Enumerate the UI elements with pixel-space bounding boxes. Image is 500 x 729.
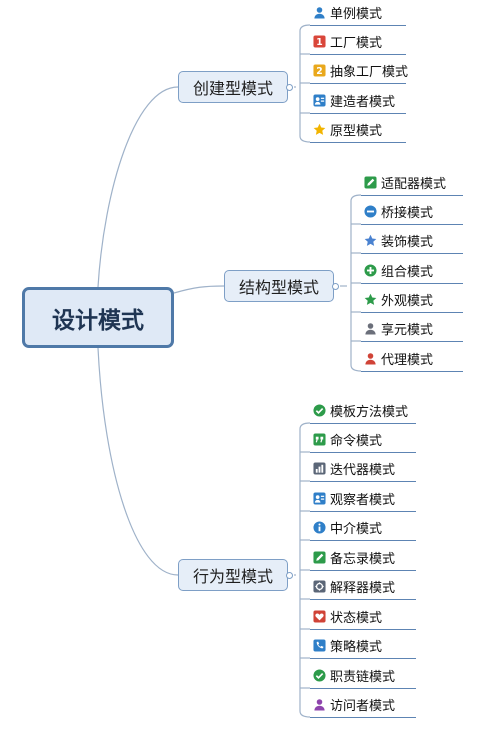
leaf-label: 装饰模式 <box>381 235 434 250</box>
leaf-label: 模板方法模式 <box>330 405 409 420</box>
connector-root-creational <box>97 86 179 288</box>
leaf-topic[interactable]: 职责链模式 <box>310 663 416 689</box>
bar-chart-icon <box>313 462 326 475</box>
person-icon <box>313 6 326 19</box>
category-label: 创建型模式 <box>192 79 273 98</box>
leaf-topic[interactable]: 命令模式 <box>310 427 416 453</box>
category-creational[interactable]: 创建型模式 <box>178 71 293 103</box>
leaf-label: 中介模式 <box>330 522 383 537</box>
leaf-label: 建造者模式 <box>330 95 396 110</box>
root-topic-label: 设计模式 <box>52 307 144 334</box>
leaf-topic[interactable]: 装饰模式 <box>361 228 463 254</box>
leaf-topic[interactable]: 状态模式 <box>310 604 416 630</box>
svg-text:1: 1 <box>316 37 322 48</box>
star-icon <box>364 234 377 247</box>
check-circle-icon <box>313 404 326 417</box>
leaf-label: 策略模式 <box>330 640 383 655</box>
plus-circle-icon <box>364 264 377 277</box>
leaf-topic[interactable]: 模板方法模式 <box>310 398 416 424</box>
contact-card-icon <box>313 492 326 505</box>
leaf-label: 命令模式 <box>330 434 383 449</box>
check-circle-icon <box>313 669 326 682</box>
leaf-label: 备忘录模式 <box>330 552 396 567</box>
connector-leaf <box>299 135 311 143</box>
leaf-topic[interactable]: 中介模式 <box>310 515 416 541</box>
leaf-topic[interactable]: 原型模式 <box>310 117 406 143</box>
person-icon <box>313 698 326 711</box>
leaf-label: 观察者模式 <box>330 493 396 508</box>
leaf-topic[interactable]: 迭代器模式 <box>310 456 416 482</box>
leaf-label: 访问者模式 <box>330 699 396 714</box>
category-structural[interactable]: 结构型模式 <box>224 270 339 302</box>
priority-2-icon: 2 <box>313 64 326 77</box>
leaf-label: 单例模式 <box>330 7 383 22</box>
connector-leaf <box>299 24 311 32</box>
phone-icon <box>313 639 326 652</box>
connector-leaf <box>350 194 362 202</box>
leaf-topic[interactable]: 外观模式 <box>361 287 463 313</box>
category-label: 结构型模式 <box>238 278 319 297</box>
leaf-topic[interactable]: 享元模式 <box>361 316 463 342</box>
leaf-label: 解释器模式 <box>330 581 396 596</box>
minus-circle-icon <box>364 205 377 218</box>
quote-icon <box>313 433 326 446</box>
connector-root-behavioral <box>97 347 179 576</box>
svg-text:2: 2 <box>316 66 322 77</box>
leaf-topic[interactable]: 解释器模式 <box>310 574 416 600</box>
leaf-topic[interactable]: 单例模式 <box>310 0 406 26</box>
grid-icon <box>313 580 326 593</box>
connector-leaf <box>299 710 311 718</box>
leaf-label: 抽象工厂模式 <box>330 65 409 80</box>
connector-root-structural <box>173 285 225 294</box>
leaf-label: 适配器模式 <box>381 177 447 192</box>
leaf-label: 职责链模式 <box>330 670 396 685</box>
person-icon <box>364 352 377 365</box>
leaf-topic[interactable]: 2 抽象工厂模式 <box>310 58 409 84</box>
leaf-topic[interactable]: 桥接模式 <box>361 199 463 225</box>
root-topic[interactable]: 设计模式 <box>22 287 174 348</box>
leaf-topic[interactable]: 代理模式 <box>361 346 463 372</box>
leaf-label: 代理模式 <box>381 353 434 368</box>
leaf-label: 组合模式 <box>381 265 434 280</box>
leaf-topic[interactable]: 组合模式 <box>361 258 463 284</box>
leaf-topic[interactable]: 适配器模式 <box>361 170 463 196</box>
leaf-label: 迭代器模式 <box>330 463 396 478</box>
leaf-label: 桥接模式 <box>381 206 434 221</box>
pencil-icon <box>313 551 326 564</box>
category-label: 行为型模式 <box>192 567 273 586</box>
leaf-topic[interactable]: 1 工厂模式 <box>310 29 406 55</box>
pencil-icon <box>364 176 377 189</box>
category-behavioral[interactable]: 行为型模式 <box>178 559 293 591</box>
leaf-topic[interactable]: 观察者模式 <box>310 486 416 512</box>
leaf-label: 外观模式 <box>381 294 434 309</box>
collapse-toggle[interactable] <box>286 572 293 579</box>
collapse-toggle[interactable] <box>286 84 293 91</box>
collapse-toggle[interactable] <box>332 283 339 290</box>
info-circle-icon <box>313 521 326 534</box>
leaf-topic[interactable]: 建造者模式 <box>310 88 406 114</box>
person-icon <box>364 322 377 335</box>
priority-1-icon: 1 <box>313 35 326 48</box>
connector-leaf <box>299 422 311 430</box>
leaf-topic[interactable]: 备忘录模式 <box>310 545 416 571</box>
leaf-label: 工厂模式 <box>330 36 383 51</box>
leaf-label: 状态模式 <box>330 611 383 626</box>
star-icon <box>364 293 377 306</box>
leaf-label: 原型模式 <box>330 124 383 139</box>
heart-icon <box>313 610 326 623</box>
leaf-topic[interactable]: 策略模式 <box>310 633 416 659</box>
star-icon <box>313 123 326 136</box>
connector-leaf <box>350 364 362 372</box>
contact-card-icon <box>313 94 326 107</box>
leaf-topic[interactable]: 访问者模式 <box>310 692 416 718</box>
leaf-label: 享元模式 <box>381 323 434 338</box>
